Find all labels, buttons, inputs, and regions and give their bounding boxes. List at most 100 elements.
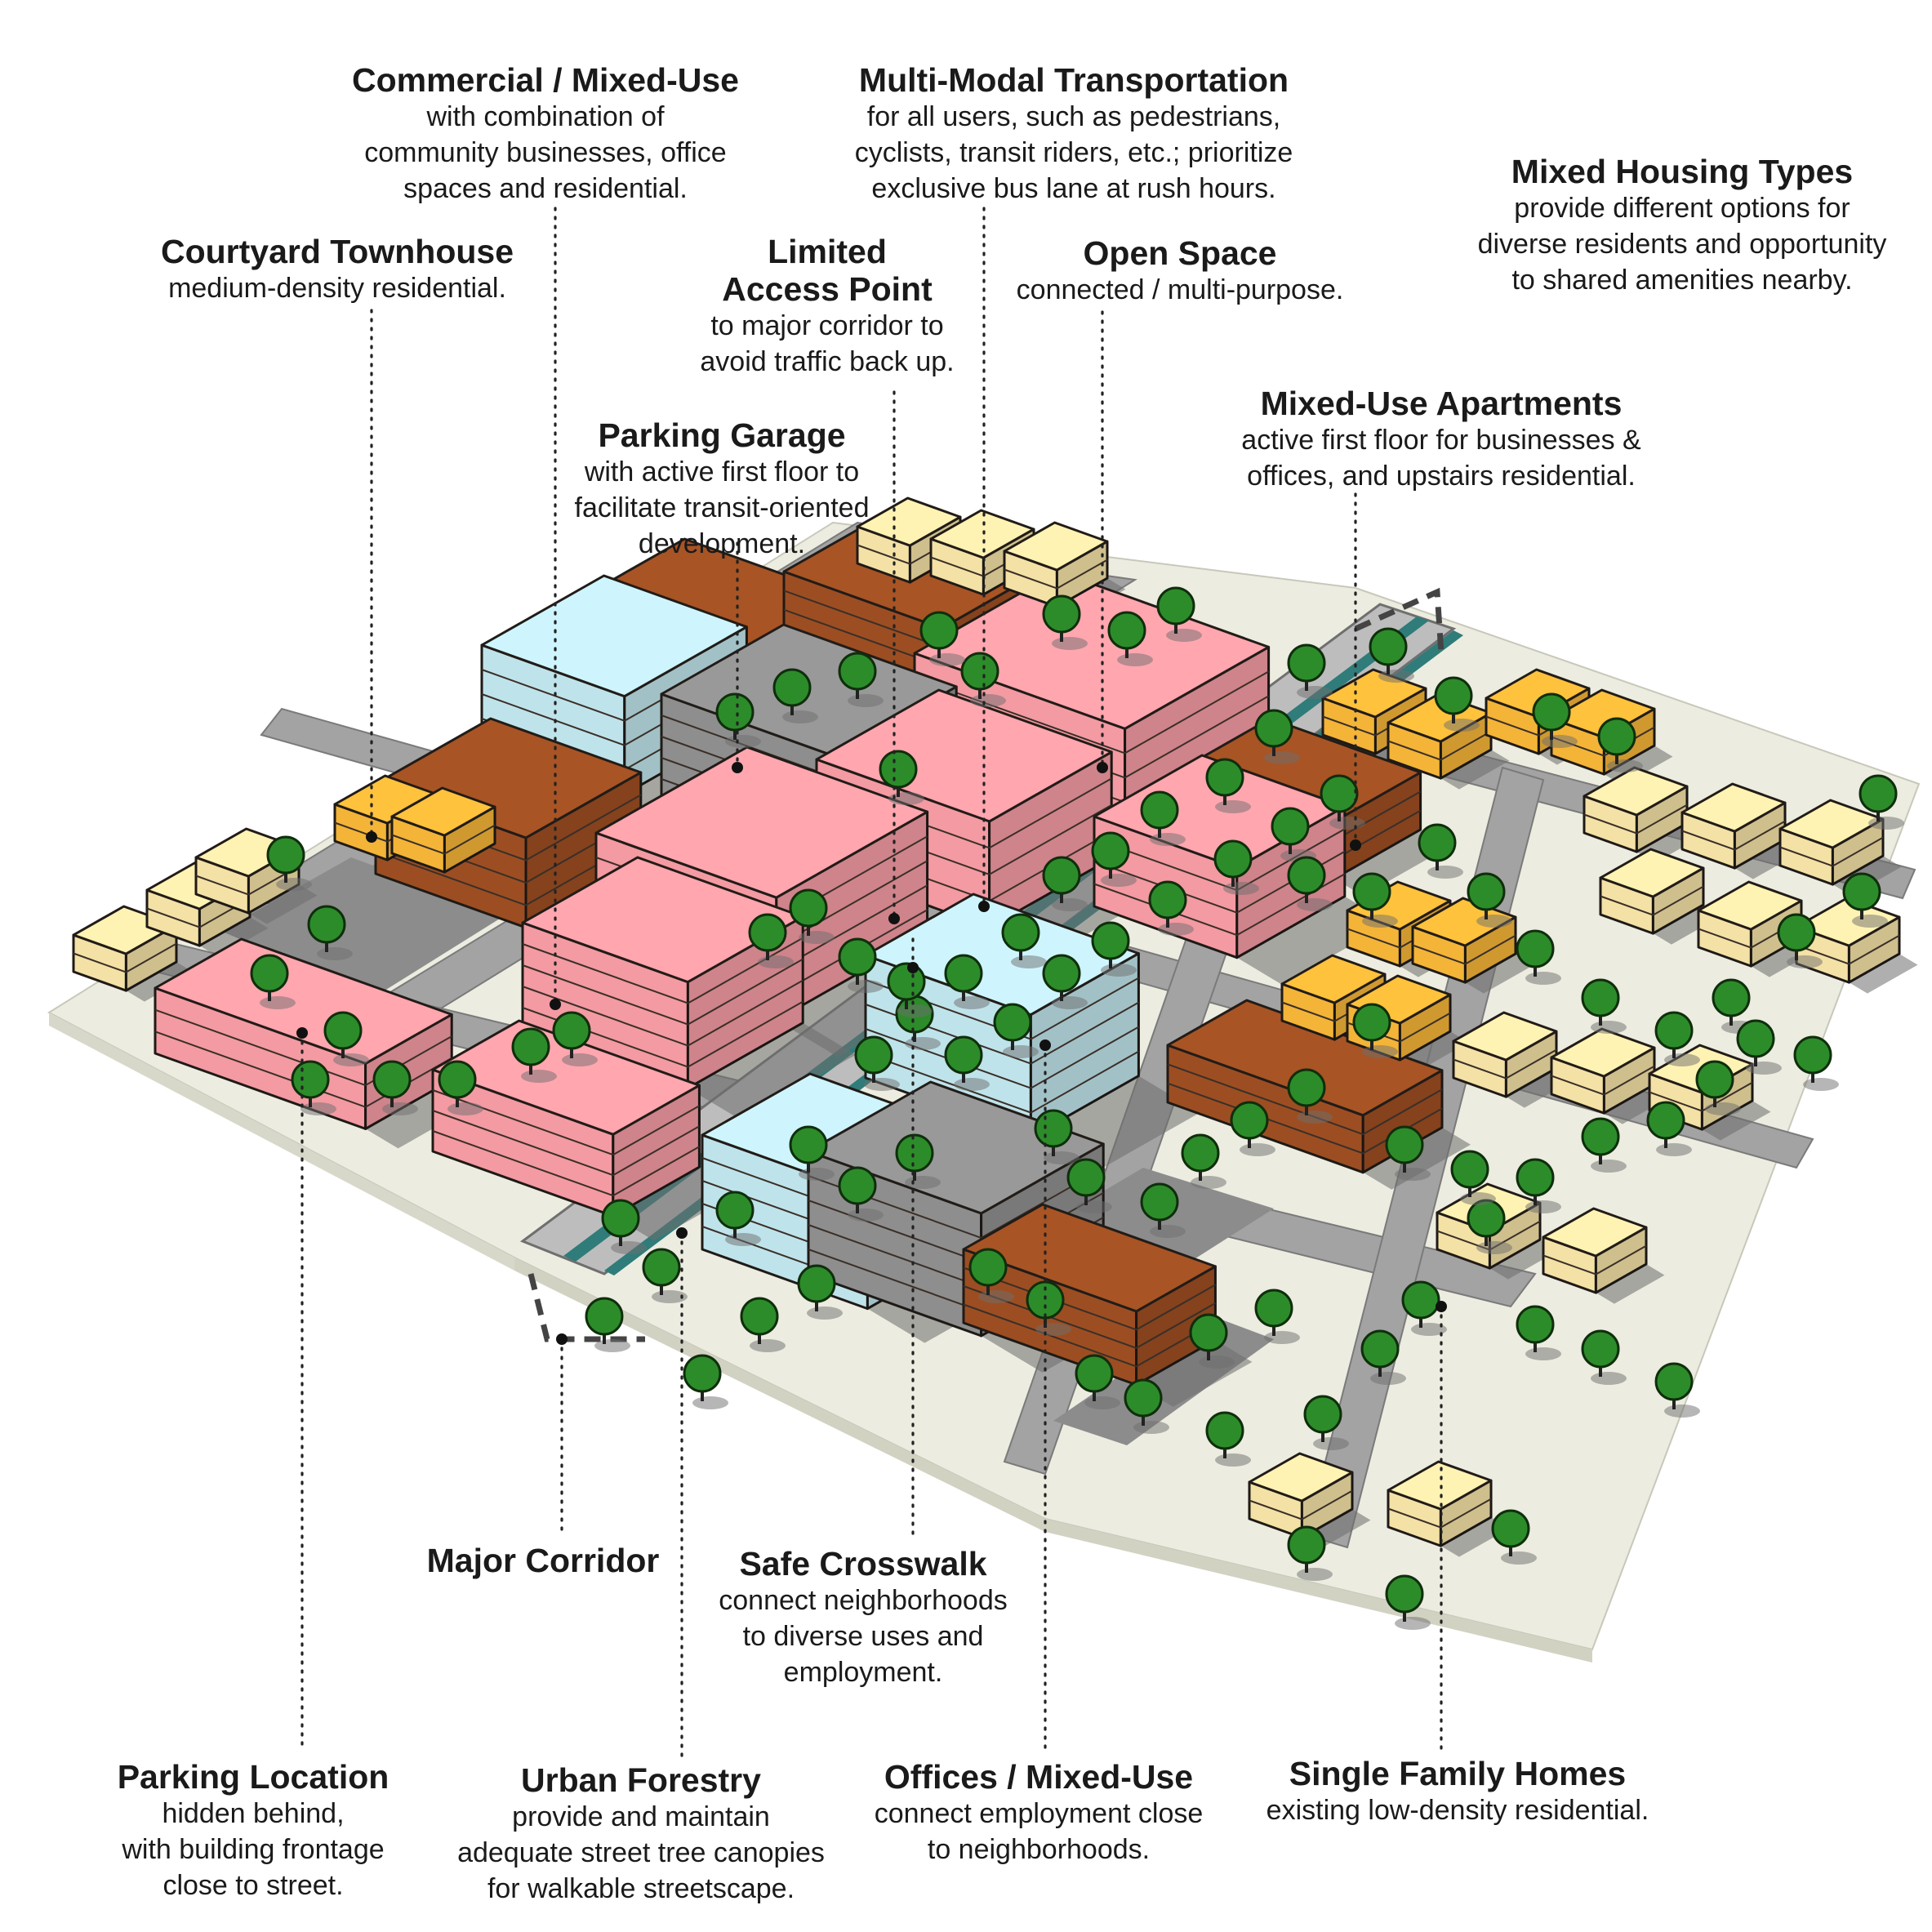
tree-canopy (895, 1133, 934, 1173)
tree-80 (789, 1125, 835, 1181)
tree-shadow (725, 1233, 761, 1246)
tree-canopy (1467, 1199, 1506, 1238)
tree-shadow (1223, 882, 1259, 895)
label-desc-line: adequate street tree canopies (457, 1837, 825, 1868)
tree-65 (1107, 611, 1153, 666)
tree-shadow (1591, 1021, 1627, 1034)
floor-line (1779, 846, 1833, 867)
house-20 (1599, 848, 1705, 935)
floor-line (865, 1053, 1031, 1114)
tree-canopy (1287, 1068, 1326, 1107)
tree-shadow (611, 1241, 647, 1254)
tree-shadow (1011, 955, 1047, 968)
label-desc-line: avoid traffic back up. (700, 346, 955, 377)
label-title: Commercial / Mixed-Use (352, 61, 739, 99)
tree-canopy (919, 611, 959, 650)
tree-shadow (1460, 1192, 1496, 1205)
tree-shadow (1076, 1200, 1112, 1213)
tree-shadow (1166, 629, 1202, 642)
label-desc-line: cyclists, transit riders, etc.; prioriti… (854, 137, 1293, 168)
roof (929, 509, 1035, 559)
tree-shadow (1117, 653, 1153, 666)
floor-line (1600, 895, 1654, 916)
floor-line (1681, 830, 1735, 851)
floor-line (432, 1110, 614, 1177)
label-title: Single Family Homes (1289, 1755, 1627, 1792)
tree-89 (1385, 1125, 1431, 1181)
tree-canopy (1287, 643, 1326, 683)
tree-shadow (1297, 686, 1333, 699)
tree-shadow (1525, 1347, 1561, 1360)
tree-shadow (1150, 1225, 1186, 1238)
tree-shadow (799, 1168, 835, 1181)
tree-shadow (276, 878, 312, 891)
tree-canopy (1303, 1395, 1342, 1434)
shadow (1465, 954, 1534, 994)
tree-24 (1303, 1395, 1349, 1450)
tree-shadow (848, 1209, 884, 1222)
tree-10 (601, 1199, 647, 1254)
leader-dot-9 (907, 962, 919, 973)
tree-shadow (1297, 898, 1333, 911)
tree-canopy (1491, 1509, 1530, 1548)
tree-95 (1287, 1525, 1333, 1581)
tree-canopy (1532, 692, 1571, 732)
tree-shadow (1035, 1323, 1071, 1336)
label-multi-modal-transportation: Multi-Modal Transportation for all users… (855, 61, 1293, 207)
tree-shadow (1052, 996, 1088, 1009)
tree-shadow (1444, 719, 1480, 732)
floor-line (612, 1105, 700, 1156)
tree-68 (1352, 872, 1398, 928)
tree-canopy (1205, 758, 1244, 797)
tree-25 (1360, 1329, 1406, 1385)
tree-shadow (1591, 1372, 1627, 1385)
floor-line (1136, 1284, 1216, 1331)
tree-11 (642, 1248, 688, 1303)
leader-dot-8 (556, 1333, 568, 1345)
tree-canopy (838, 937, 877, 977)
tree-26 (1401, 1280, 1447, 1336)
label-title: Mixed Housing Types (1511, 153, 1854, 190)
label-open-space: Open Space connected / multi-purpose. (1017, 234, 1344, 308)
tree-shadow (1362, 915, 1398, 928)
tree-71 (1516, 929, 1561, 985)
tree-shadow (848, 694, 884, 707)
tree-shadow (382, 1102, 418, 1115)
roof (962, 1203, 1217, 1313)
label-desc-line: to shared amenities nearby. (1511, 265, 1853, 296)
tree-75 (1793, 1035, 1839, 1091)
roof (1599, 848, 1705, 898)
tree-36 (1597, 717, 1643, 772)
tree-49 (854, 1035, 900, 1091)
tree-canopy (944, 1035, 983, 1075)
label-title: Courtyard Townhouse (160, 233, 514, 270)
floor-line (1030, 1050, 1139, 1114)
tree-canopy (1042, 594, 1081, 634)
tree-66 (1156, 586, 1202, 642)
floor-line (1124, 695, 1270, 779)
label-title: Parking Garage (598, 416, 846, 454)
label-parking-location: Parking Location hidden behind, with bui… (118, 1758, 390, 1903)
tree-canopy (1654, 1011, 1694, 1050)
leader-dot-6 (1350, 839, 1361, 851)
tree-13 (740, 1297, 786, 1352)
label-title: Major Corridor (426, 1542, 660, 1579)
tree-28 (1516, 1158, 1561, 1213)
tree-15 (585, 1297, 630, 1352)
tree-canopy (1124, 1378, 1163, 1418)
house-2 (390, 786, 496, 874)
tree-canopy (1034, 1109, 1073, 1148)
label-title: Open Space (1083, 234, 1277, 272)
tree-4 (323, 1011, 369, 1066)
tree-shadow (1264, 751, 1300, 764)
tree-shadow (1297, 1568, 1333, 1581)
tree-canopy (944, 954, 983, 993)
tree-canopy (1581, 1329, 1620, 1369)
label-limited-access-point: Limited Access Point to major corridor t… (700, 233, 954, 380)
floor-line (1030, 1026, 1139, 1089)
floor-line (687, 979, 804, 1047)
tree-canopy (772, 668, 812, 707)
floor-line (1636, 804, 1688, 835)
tree-canopy (552, 1011, 591, 1050)
